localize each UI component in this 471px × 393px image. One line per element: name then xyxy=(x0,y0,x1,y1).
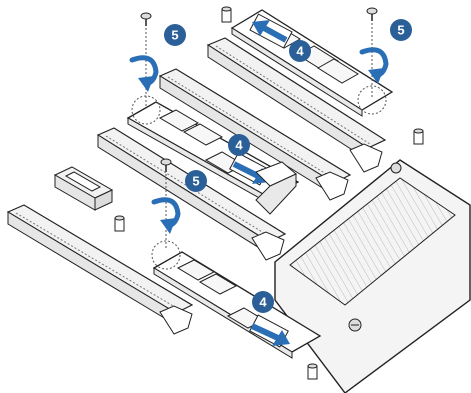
step-badge-secure-screw: 5 xyxy=(185,170,207,192)
step-badge-install-module: 4 xyxy=(289,40,311,62)
svg-text:4: 4 xyxy=(296,44,304,59)
standoff-icon xyxy=(115,216,124,231)
chipset-heatsink xyxy=(275,160,470,393)
header-block xyxy=(55,167,112,210)
heatsink-screw-icon xyxy=(349,319,361,331)
standoff-icon xyxy=(414,129,423,144)
standoff-icon xyxy=(308,364,317,379)
step-badge-install-module: 4 xyxy=(228,134,250,156)
svg-text:5: 5 xyxy=(397,23,404,38)
rotate-arrow-icon xyxy=(132,58,156,92)
standoff-icon xyxy=(222,7,231,22)
step-badge-secure-screw: 5 xyxy=(390,19,412,41)
svg-text:5: 5 xyxy=(171,28,178,43)
rotate-arrow-icon xyxy=(154,200,178,234)
svg-text:5: 5 xyxy=(192,174,199,189)
step-badge-secure-screw: 5 xyxy=(164,24,186,46)
screw-icon xyxy=(141,13,151,26)
svg-text:4: 4 xyxy=(259,295,267,310)
screw-icon xyxy=(367,8,377,21)
step-badge-install-module: 4 xyxy=(252,291,274,313)
heatsink-screw-icon xyxy=(391,163,401,173)
svg-text:4: 4 xyxy=(235,138,243,153)
